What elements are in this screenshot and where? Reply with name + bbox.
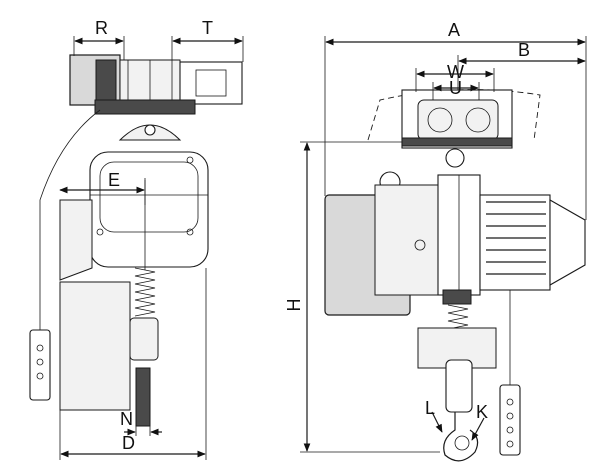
hook-side: [135, 367, 151, 427]
hook-block-front: [445, 359, 473, 413]
label-R: R: [95, 18, 108, 38]
chain-container: [59, 281, 131, 411]
side-view-dimensions: R T E N D: [59, 18, 244, 460]
label-K: K: [476, 402, 488, 422]
label-E: E: [108, 170, 120, 190]
hanger-pin: [445, 148, 465, 168]
side-view: [29, 54, 243, 427]
label-W: W: [447, 62, 464, 82]
chain-spring-side: [134, 267, 156, 317]
gearbox-front: [374, 184, 441, 296]
beam-flange: [94, 99, 196, 115]
chain-guide: [129, 317, 159, 361]
gear-cover: [59, 199, 93, 281]
label-H: H: [284, 299, 304, 312]
label-B: B: [518, 40, 530, 60]
label-T: T: [202, 18, 213, 38]
trolley-gearbox: [95, 59, 117, 101]
label-D: D: [122, 433, 135, 453]
label-N: N: [120, 409, 133, 429]
front-view-dimensions: A B W U H L K: [284, 20, 587, 453]
trolley-motor-right: [179, 61, 243, 105]
hoist-motor-front: [479, 194, 551, 291]
label-L: L: [425, 398, 435, 418]
motor-fan-cover: [549, 199, 586, 286]
label-A: A: [448, 20, 460, 40]
label-U: U: [449, 78, 462, 98]
pendant-cable-left: [39, 109, 101, 330]
pendant-control-right: [499, 384, 521, 456]
front-view: [324, 89, 586, 462]
